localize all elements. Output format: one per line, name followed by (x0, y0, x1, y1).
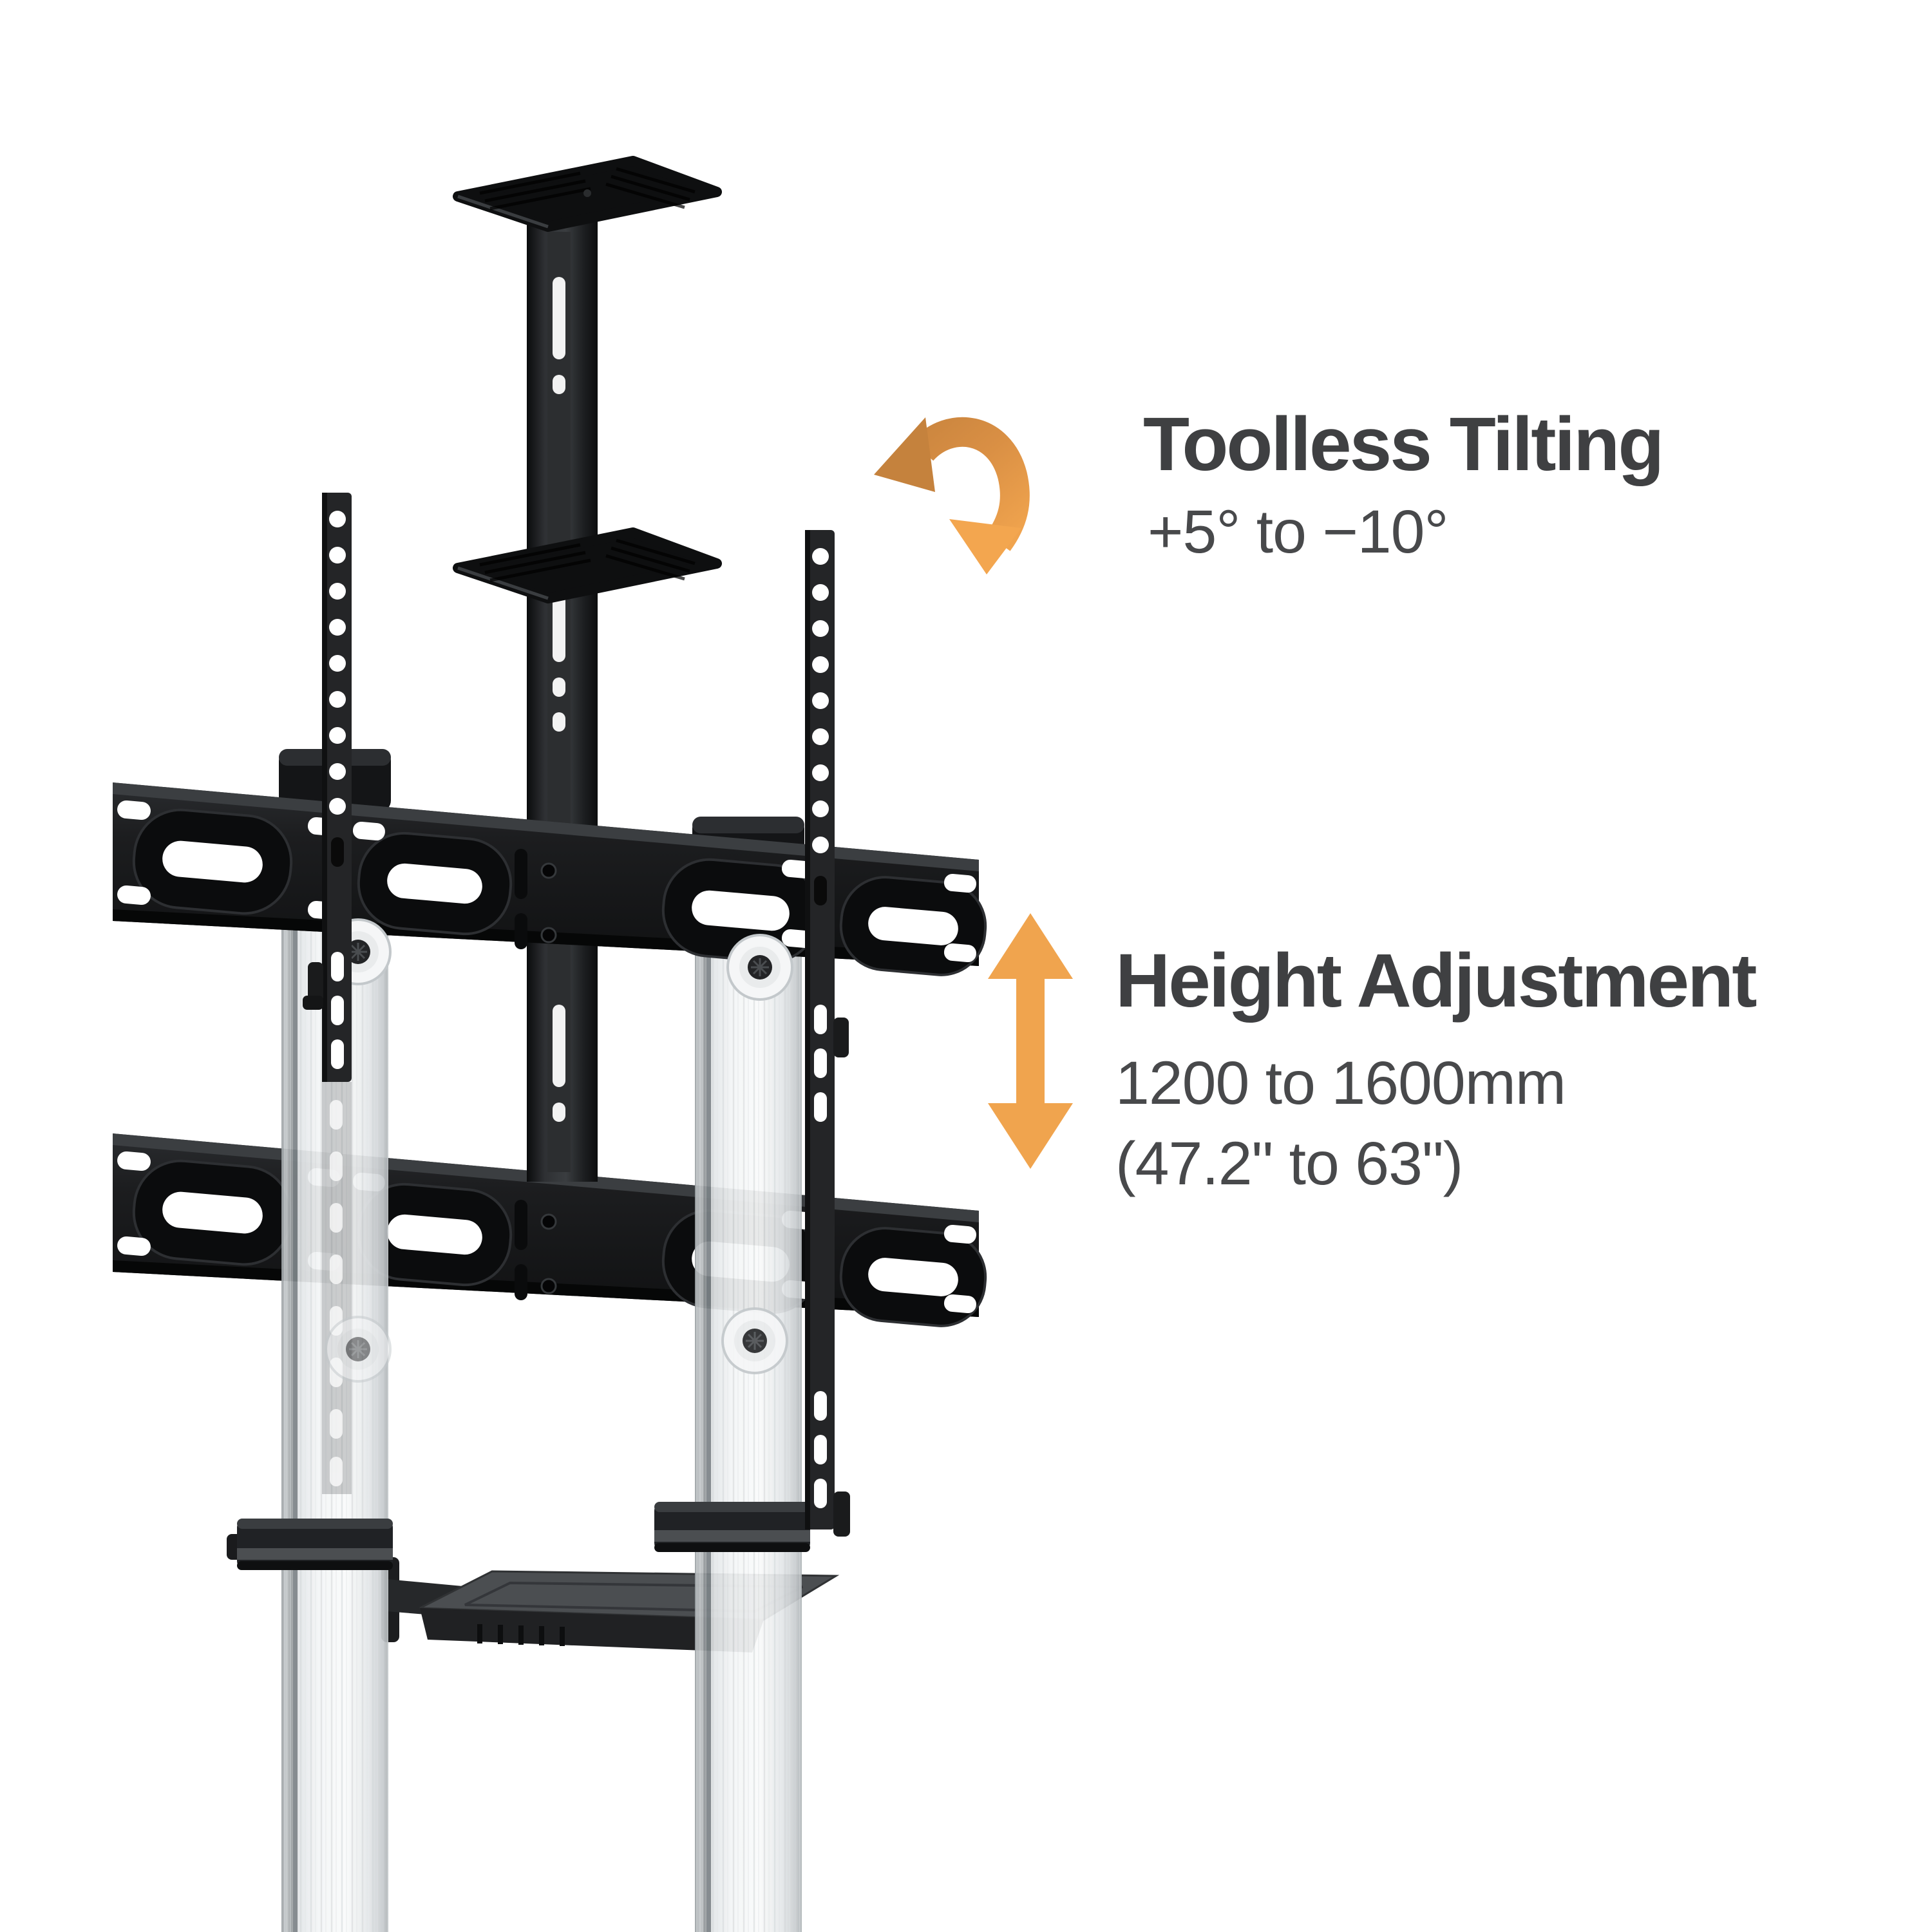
vesa-rail-left (303, 493, 352, 1082)
vesa-rail-left-ghost (322, 1082, 352, 1494)
clamp-collar-left (227, 1519, 393, 1570)
av-shelf (458, 533, 717, 598)
height-arrow-icon (988, 913, 1073, 1169)
camera-shelf (458, 161, 717, 227)
feature-height-title: Height Adjustment (1115, 938, 1757, 1023)
feature-tilt-range: +5° to −10° (1148, 498, 1448, 566)
feature-tilt-title: Toolless Tilting (1143, 402, 1664, 487)
feature-height-range: 1200 to 1600mm (47.2" to 63") (1115, 1043, 1566, 1205)
tilt-arrow-icon (874, 417, 1030, 574)
silver-column-right (695, 876, 802, 1932)
clamp-collar-right (654, 1502, 810, 1552)
feature-height-range-mm: 1200 to 1600mm (1115, 1049, 1566, 1117)
vesa-rail-right (805, 530, 850, 1537)
center-column (527, 213, 598, 1182)
feature-height-range-in: (47.2" to 63") (1115, 1130, 1463, 1198)
